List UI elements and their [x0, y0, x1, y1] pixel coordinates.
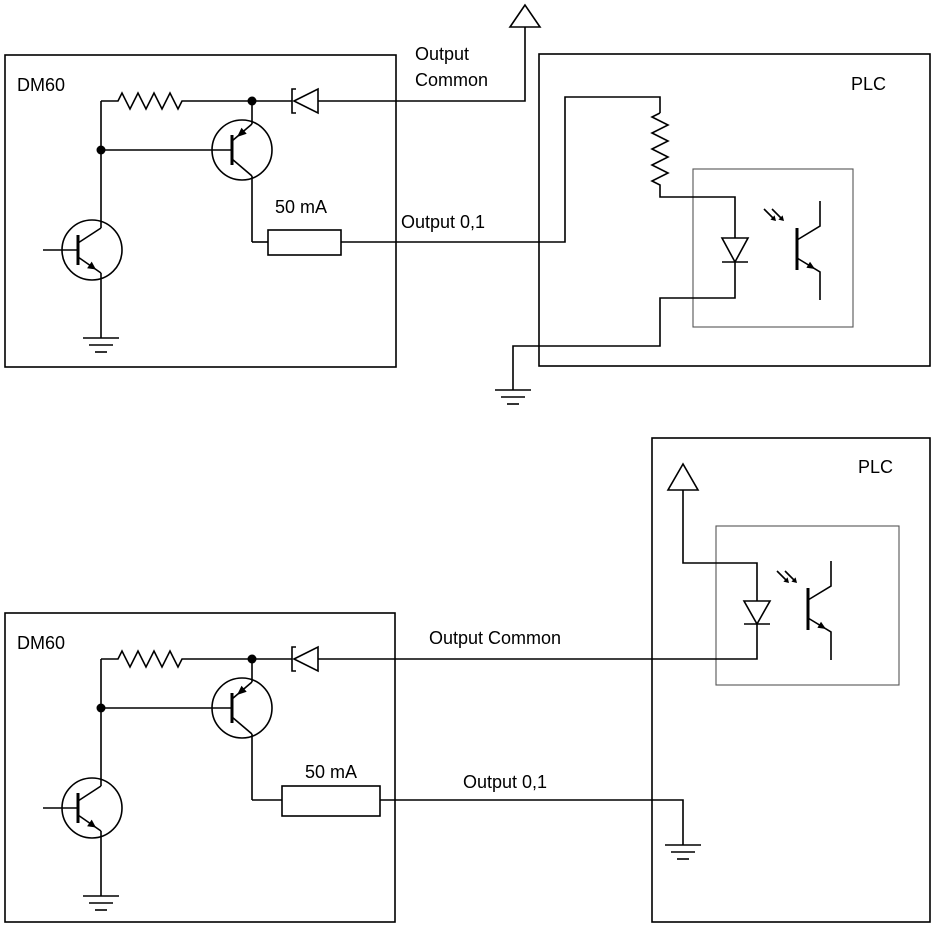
- diode: [291, 645, 319, 673]
- ground-icon: [495, 389, 531, 405]
- resistor: [101, 91, 252, 111]
- dm60-output-circuit: [43, 87, 319, 353]
- diode-anode: [292, 645, 319, 673]
- led-triangle: [742, 600, 772, 626]
- emitter-arrow: [87, 819, 96, 828]
- phototransistor-icon: [806, 561, 832, 660]
- output-label: Output 0,1: [463, 772, 547, 792]
- supply-arrow-icon: [508, 3, 542, 28]
- supply-arrow-icon: [666, 462, 700, 491]
- diode: [291, 87, 319, 115]
- output-common-label-line1: Output: [415, 44, 469, 64]
- dm60-label: DM60: [17, 633, 65, 653]
- output-common-label-line2: Common: [415, 70, 488, 90]
- wire-output-common: [318, 624, 758, 660]
- wire-output-0-1: [341, 96, 661, 243]
- plc-box: [651, 437, 931, 923]
- fuse-label: 50 mA: [275, 197, 327, 217]
- emitter-arrow: [806, 261, 815, 269]
- plc-label: PLC: [851, 74, 886, 94]
- fuse: [267, 229, 342, 256]
- plc-input-resistor: [650, 112, 736, 238]
- diode-cathode: [291, 646, 296, 672]
- transistor-collector: [77, 785, 102, 802]
- emitter-arrow: [817, 621, 826, 629]
- ground-icon: [665, 844, 701, 860]
- fuse-label: 50 mA: [305, 762, 357, 782]
- wire-output-common: [318, 27, 526, 102]
- emitter-arrow: [237, 685, 247, 695]
- plc-box: [538, 53, 931, 367]
- led-icon: [720, 237, 750, 264]
- diode-anode: [292, 87, 319, 115]
- phototransistor-emitter: [807, 617, 832, 660]
- pnp-transistor: [211, 119, 273, 181]
- wire-led-supply: [682, 490, 758, 601]
- npn-transistor: [43, 777, 123, 839]
- diode-cathode: [291, 88, 296, 114]
- phototransistor-collector: [796, 201, 821, 241]
- wire-led-return: [512, 262, 736, 390]
- pnp-transistor: [211, 677, 273, 739]
- dm60-box: [4, 612, 396, 923]
- led-triangle: [720, 237, 750, 264]
- dm60-output-circuit: [43, 645, 319, 911]
- transistor-collector: [231, 158, 253, 177]
- ground-icon: [83, 337, 119, 353]
- optocoupler-box: [715, 525, 900, 686]
- phototransistor-icon: [795, 201, 821, 300]
- plc-label: PLC: [858, 457, 893, 477]
- fuse: [281, 785, 381, 817]
- dm60-box: [4, 54, 397, 368]
- phototransistor-emitter: [796, 257, 821, 300]
- transistor-collector: [77, 227, 102, 244]
- wire-output-0-1: [380, 799, 684, 845]
- transistor-body: [211, 677, 273, 739]
- emitter-arrow: [87, 261, 96, 270]
- output-common-label: Output Common: [429, 628, 561, 648]
- ground-icon: [83, 895, 119, 911]
- led-icon: [742, 600, 772, 626]
- transistor-collector: [231, 716, 253, 735]
- optocoupler-box: [692, 168, 854, 328]
- light-arrows-icon: [763, 208, 784, 221]
- transistor-body: [211, 119, 273, 181]
- resistor: [101, 649, 252, 669]
- diagram-bottom: DM60 PLC Output Common 50 mA Output 0,1: [4, 437, 931, 923]
- npn-transistor: [43, 219, 123, 281]
- emitter-arrow: [237, 127, 247, 137]
- light-arrows-icon: [776, 570, 797, 583]
- output-label: Output 0,1: [401, 212, 485, 232]
- diagram-top: DM60 PLC Output Common 50 mA Output 0,1: [4, 3, 931, 405]
- phototransistor-collector: [807, 561, 832, 601]
- dm60-label: DM60: [17, 75, 65, 95]
